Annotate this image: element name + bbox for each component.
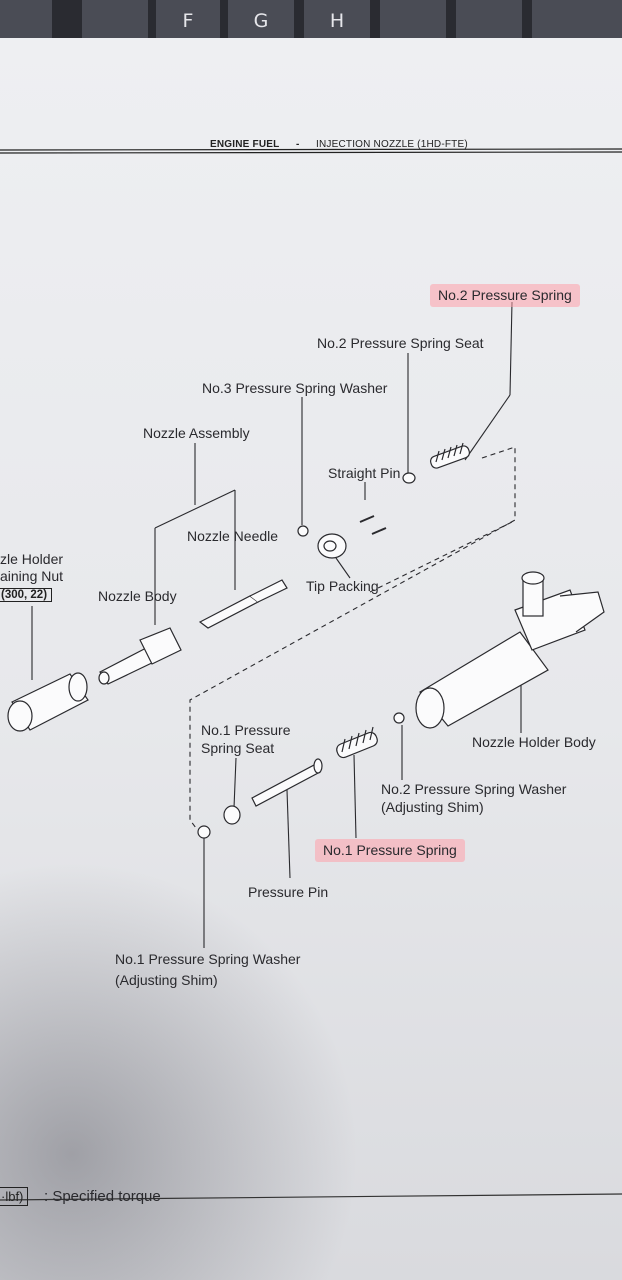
label-no1-washer-line1: No.1 Pressure Spring Washer: [115, 951, 301, 967]
label-no1-washer-line2: (Adjusting Shim): [115, 972, 218, 988]
header-subsection: INJECTION NOZZLE (1HD-FTE): [316, 139, 468, 150]
no3-washer-part: [297, 525, 309, 537]
header-rule: [0, 151, 622, 154]
header-rule: [0, 148, 622, 151]
nozzle-body-tip: [98, 671, 110, 685]
retaining-nut-end: [68, 672, 88, 702]
footer-rule: [0, 1193, 622, 1201]
leader-line: [335, 557, 351, 579]
pressure-pin-part: [251, 763, 321, 807]
retaining-nut-hex: [7, 700, 33, 732]
pressure-pin-head: [313, 758, 323, 774]
label-nozzle-needle: Nozzle Needle: [187, 528, 279, 544]
tip-part-bore: [323, 540, 337, 552]
label-pressure-pin: Pressure Pin: [248, 884, 329, 900]
label-no2-washer-line1: No.2 Pressure Spring Washer: [381, 781, 567, 797]
label-no2-washer-line2: (Adjusting Shim): [381, 799, 484, 815]
label-no3-pressure-spring-washer: No.3 Pressure Spring Washer: [202, 380, 388, 396]
no1-pressure-spring-part: [336, 726, 378, 759]
nozzle-holder-inlet-top: [521, 571, 545, 585]
no2-pressure-spring-part: [429, 442, 471, 469]
leader-line: [286, 789, 291, 879]
torque-value-box: (300, 22): [0, 588, 53, 602]
label-tip-packing: Tip Packing: [306, 578, 379, 594]
assembly-axis-line: [189, 446, 516, 829]
no1-washer-part: [197, 825, 211, 839]
assembly-axis-line: [369, 521, 513, 593]
header-dash: -: [296, 139, 300, 150]
nozzle-body-part: [139, 627, 182, 665]
leader-line: [464, 394, 511, 461]
label-nozzle-holder-line2: aining Nut: [0, 568, 64, 584]
label-no2-pressure-spring: No.2 Pressure Spring: [430, 284, 580, 307]
label-nozzle-holder-body: Nozzle Holder Body: [472, 734, 596, 750]
nozzle-holder-thread: [415, 687, 445, 729]
leader-line: [154, 489, 236, 529]
nozzle-holder-flat: [559, 591, 605, 633]
no2-spring-seat-part: [402, 472, 416, 484]
no1-spring-seat-part: [223, 805, 241, 825]
header-section: ENGINE FUEL: [210, 139, 280, 150]
label-nozzle-assembly: Nozzle Assembly: [143, 425, 250, 441]
straight-pin-part: [371, 527, 387, 535]
leader-line: [353, 754, 357, 839]
leader-line: [233, 757, 237, 809]
label-no2-pressure-spring-seat: No.2 Pressure Spring Seat: [317, 335, 484, 351]
nozzle-needle-part: [249, 579, 288, 603]
straight-pin-part: [359, 515, 375, 523]
hand-shadow: [0, 860, 360, 1280]
no2-washer-part: [393, 712, 405, 724]
leader-line: [509, 301, 513, 396]
nozzle-needle-part: [198, 595, 260, 629]
legend-unit-box: ·lbf): [0, 1187, 29, 1206]
legend-text: : Specified torque: [44, 1188, 161, 1205]
label-nozzle-body: Nozzle Body: [98, 588, 177, 604]
label-nozzle-holder-line1: zle Holder: [0, 551, 64, 567]
label-no1-pressure-spring-seat-line2: Spring Seat: [201, 740, 275, 756]
label-straight-pin: Straight Pin: [328, 465, 401, 481]
label-no1-pressure-spring: No.1 Pressure Spring: [315, 839, 465, 862]
label-no1-pressure-spring-seat-line1: No.1 Pressure: [201, 722, 291, 738]
